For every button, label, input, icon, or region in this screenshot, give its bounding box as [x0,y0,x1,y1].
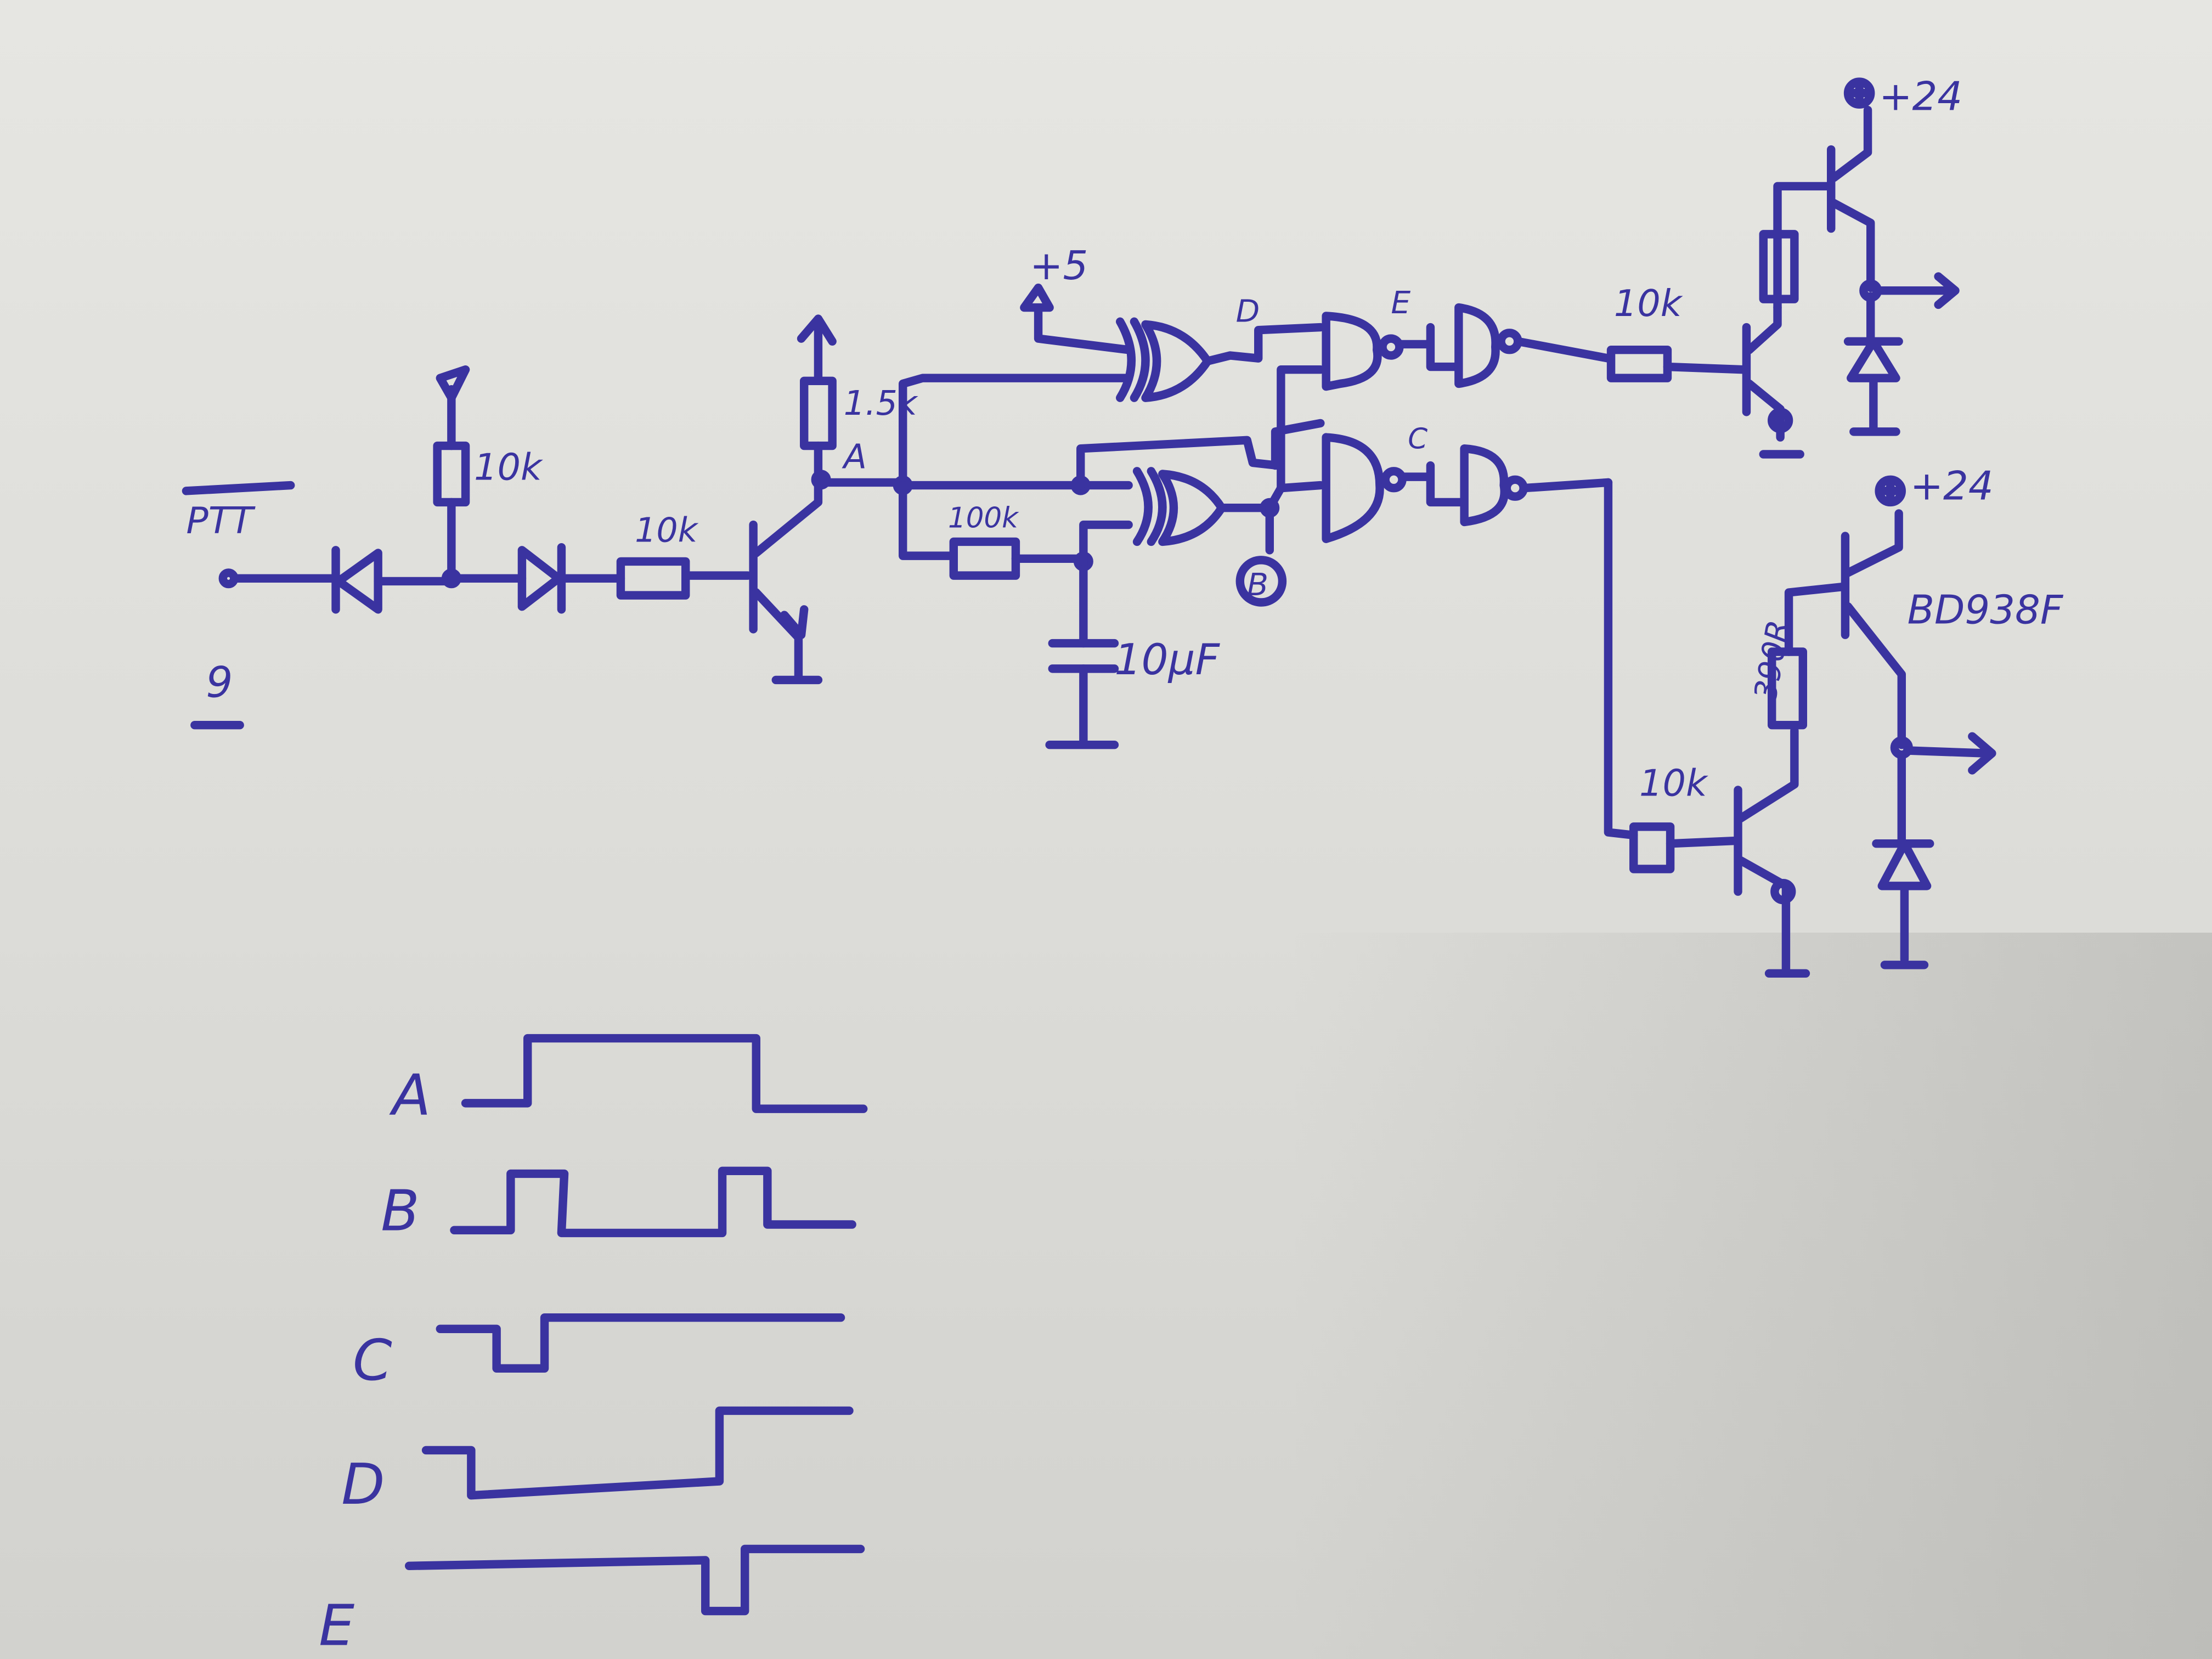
node-b-circle [1235,556,1287,607]
supply-5v-label: +5 [1030,242,1088,289]
paper-shadow [1289,933,2212,1659]
base-resistor-value: 10k [635,510,699,550]
xor-gate-2: B [1132,467,1287,607]
timing-label-c: C [353,1328,392,1393]
ptt-label: PTT [186,499,256,542]
pullup-value: 10k [474,445,543,488]
upper-supply-label: +24 [1879,74,1962,120]
rc-delay: 100k 10µF [899,481,1221,749]
upper-driver-resistor-value: 10k [1614,282,1683,325]
timing-label-e: E [319,1593,354,1658]
node-a-label: A [842,437,867,477]
base-resistor: 10k [616,510,752,600]
input-diode-1 [230,546,456,614]
waveform-c [436,1313,845,1373]
lower-output [1872,732,1996,969]
lower-npn [1734,726,1810,978]
lower-driver-resistor-value: 10k [1639,761,1708,804]
node-b-label: B [1247,567,1268,603]
waveform-b [450,1166,856,1238]
node-d-label: D [1236,293,1260,329]
waveform-e [405,1544,865,1616]
input-diode-2 [447,543,625,614]
input-transistor [749,475,823,685]
nand-gate-1: E [1322,285,1432,391]
waveform-d [421,1406,854,1500]
wire-a-to-xor1 [899,374,1133,490]
waveform-a [461,1034,868,1113]
timing-label-a: A [389,1063,431,1128]
upper-output [1843,272,1960,436]
upper-npn [1742,303,1804,459]
node-c-label: C [1408,423,1427,456]
filter-resistor-value: 100k [948,502,1019,535]
upper-driver-resistor: 10k [1606,282,1748,382]
supply-5v: +5 [1020,242,1133,354]
pin-number: 9 [206,658,233,707]
xor-gate-1: D [1116,293,1325,402]
lower-bias-resistor-value: 390R [1747,617,1797,703]
lower-supply-label: +24 [1910,462,1994,509]
ptt-pullup-resistor: 10k [433,365,543,583]
capacitor-value: 10µF [1114,635,1220,685]
lower-pnp: +24 BD938F [1841,462,2064,749]
node-e-label: E [1391,285,1410,321]
timing-label-b: B [381,1178,420,1244]
upper-pnp-bias [1759,182,1833,312]
wire-to-lower-driver [1604,478,1638,840]
transistor-part-label: BD938F [1908,587,2064,633]
ptt-overbar [182,481,295,495]
lower-driver-resistor: 10k [1629,761,1740,873]
timing-label-d: D [341,1452,385,1517]
lower-bias-resistor: 390R [1747,583,1847,730]
wire-feedback [1076,436,1283,490]
inverter-1 [1426,303,1613,388]
upper-pnp: +24 [1827,74,1962,292]
inverter-2 [1426,444,1613,527]
wire-feedback-nand2 [1271,419,1325,470]
nand-gate-2: C [1322,423,1432,543]
timing-diagram: A B C D E [319,1034,868,1658]
ptt-input: PTT 9 [182,481,295,730]
